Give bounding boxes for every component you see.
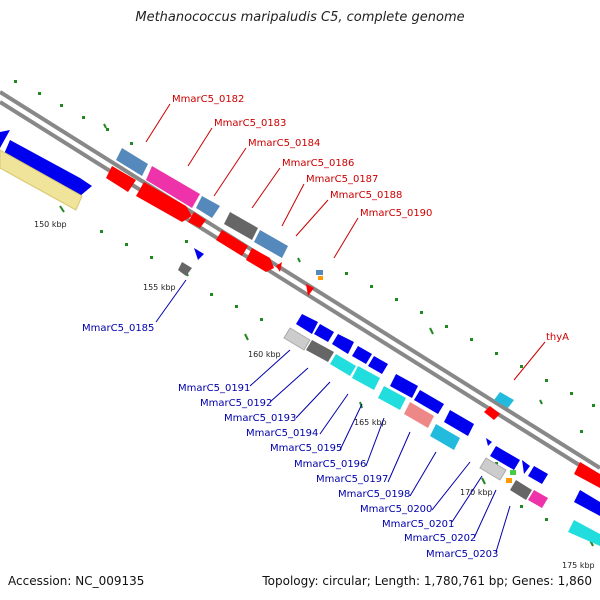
- label-MmarC5_0197: MmarC5_0197: [316, 474, 388, 485]
- leader-lines-top: [145, 103, 546, 381]
- label-MmarC5_0186: MmarC5_0186: [282, 158, 354, 169]
- gene-features-middle: [283, 314, 514, 450]
- label-MmarC5_0182: MmarC5_0182: [172, 94, 244, 105]
- bottom-gene-labels: MmarC5_0185 MmarC5_0191 MmarC5_0192 Mmar…: [82, 323, 498, 560]
- label-MmarC5_0198: MmarC5_0198: [338, 489, 410, 500]
- leader-lines-bottom: [155, 279, 511, 553]
- label-MmarC5_0193: MmarC5_0193: [224, 413, 296, 424]
- label-MmarC5_0200: MmarC5_0200: [360, 504, 432, 515]
- label-MmarC5_0196: MmarC5_0196: [294, 459, 366, 470]
- top-gene-labels: MmarC5_0182 MmarC5_0183 MmarC5_0184 Mmar…: [172, 94, 569, 343]
- scale-label-155: 155 kbp: [143, 283, 176, 292]
- gene-features-lower: [479, 438, 600, 546]
- map-title: Methanococcus maripaludis C5, complete g…: [135, 10, 465, 25]
- scale-labels: 150 kbp 155 kbp 160 kbp 165 kbp 170 kbp …: [34, 220, 595, 570]
- label-MmarC5_0190: MmarC5_0190: [360, 208, 432, 219]
- genome-summary-text: Topology: circular; Length: 1,780,761 bp…: [262, 574, 592, 588]
- scale-label-160: 160 kbp: [248, 350, 281, 359]
- genome-backbone: [0, 90, 600, 480]
- feature-left-blue: [0, 130, 92, 196]
- label-MmarC5_0191: MmarC5_0191: [178, 383, 250, 394]
- label-thyA: thyA: [546, 332, 569, 343]
- label-MmarC5_0185: MmarC5_0185: [82, 323, 154, 334]
- scale-label-175: 175 kbp: [562, 561, 595, 570]
- label-MmarC5_0183: MmarC5_0183: [214, 118, 286, 129]
- label-MmarC5_0201: MmarC5_0201: [382, 519, 454, 530]
- guide-ring-dots: [14, 80, 595, 521]
- label-MmarC5_0203: MmarC5_0203: [426, 549, 498, 560]
- scale-label-165: 165 kbp: [354, 418, 387, 427]
- label-MmarC5_0202: MmarC5_0202: [404, 533, 476, 544]
- label-MmarC5_0195: MmarC5_0195: [270, 443, 342, 454]
- label-MmarC5_0188: MmarC5_0188: [330, 190, 402, 201]
- scale-label-150: 150 kbp: [34, 220, 67, 229]
- label-MmarC5_0187: MmarC5_0187: [306, 174, 378, 185]
- scale-label-170: 170 kbp: [460, 488, 493, 497]
- gene-features-upper: [106, 148, 323, 296]
- accession-text: Accession: NC_009135: [8, 574, 145, 588]
- feature-left-yellow: [0, 149, 83, 211]
- label-MmarC5_0184: MmarC5_0184: [248, 138, 320, 149]
- label-MmarC5_0194: MmarC5_0194: [246, 428, 318, 439]
- label-MmarC5_0192: MmarC5_0192: [200, 398, 272, 409]
